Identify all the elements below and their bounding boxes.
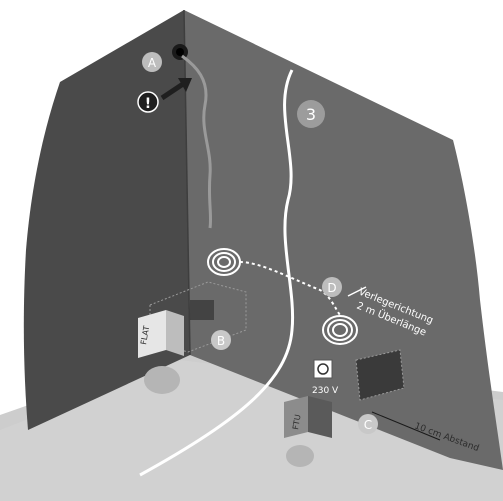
marker-d: D [322,277,342,297]
svg-text:B: B [217,334,225,348]
svg-text:D: D [327,281,336,295]
floor-shadow-right [286,445,314,467]
marker-c: C [358,414,378,434]
power-socket [314,360,332,378]
svg-text:A: A [148,56,157,70]
svg-text:C: C [364,418,372,432]
svg-text:!: ! [145,96,151,112]
flat-socket [190,300,214,320]
voltage-label: 230 V [312,386,339,396]
marker-b: B [211,330,231,350]
floor-shadow-left [144,366,180,394]
marker-step-3: 3 [297,100,325,128]
marker-a: A [142,52,162,72]
warning-icon: ! [138,92,158,112]
svg-text:3: 3 [306,105,316,124]
